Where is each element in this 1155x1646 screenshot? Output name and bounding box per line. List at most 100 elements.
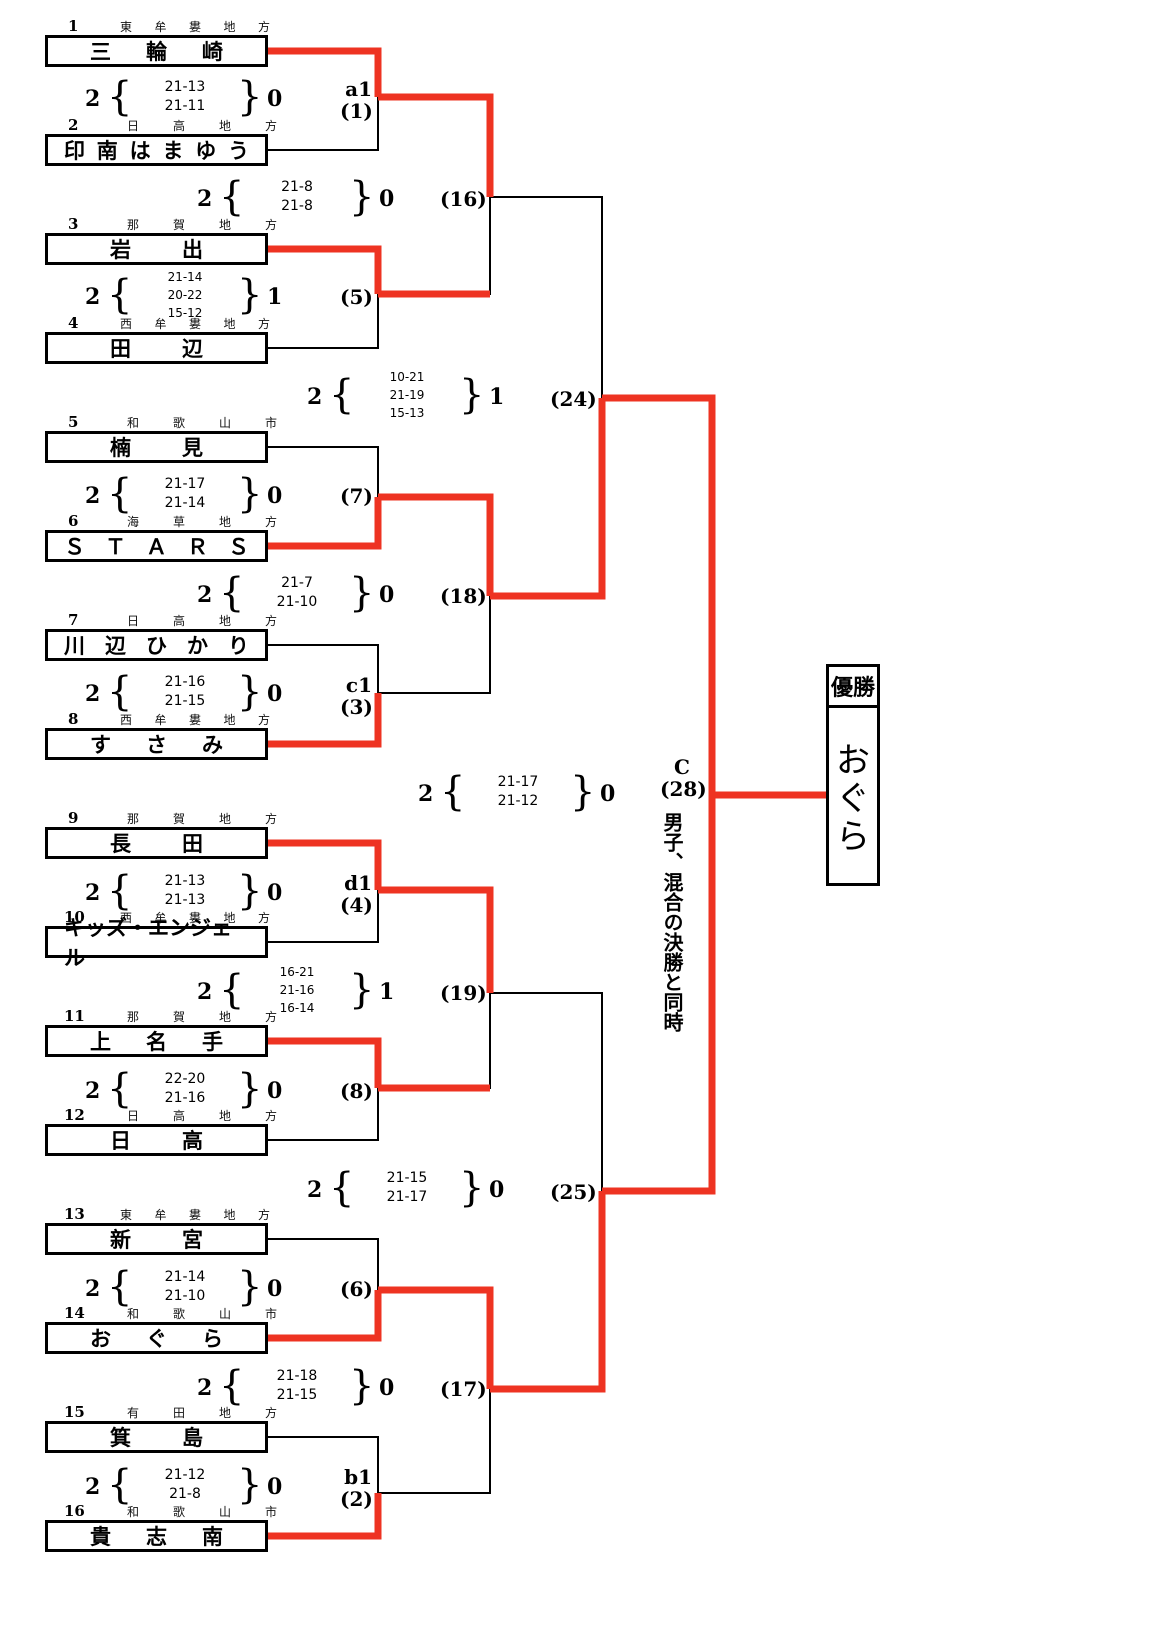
winner-path bbox=[490, 398, 606, 600]
team-box: 新宮 bbox=[45, 1223, 268, 1255]
team-box: 田辺 bbox=[45, 332, 268, 364]
sets-won: 2 bbox=[85, 284, 101, 310]
match-label-b1: b1(2) bbox=[340, 1465, 373, 1511]
set-score: 21-8 bbox=[281, 198, 313, 214]
match-label-c1: c1(3) bbox=[340, 673, 373, 719]
sets-lost: 0 bbox=[600, 781, 616, 807]
sets-won: 2 bbox=[85, 86, 101, 112]
team-name-char: 田 bbox=[110, 336, 131, 361]
brace-left: { bbox=[107, 669, 133, 715]
team-name-char: 上 bbox=[90, 1029, 111, 1054]
team-name-char: 日 bbox=[110, 1128, 131, 1153]
team-box: 川辺ひかり bbox=[45, 629, 268, 661]
sets-won: 2 bbox=[85, 483, 101, 509]
set-score: 21-15 bbox=[164, 693, 206, 709]
sets-won: 2 bbox=[85, 1276, 101, 1302]
team-box: 楠見 bbox=[45, 431, 268, 463]
brace-left: { bbox=[219, 174, 245, 220]
team-name-char: 岩 bbox=[110, 237, 131, 262]
winner-path bbox=[602, 795, 716, 1195]
team-name-char: り bbox=[228, 633, 249, 658]
champion-name: お ぐ ら bbox=[836, 741, 870, 857]
brace-right: } bbox=[349, 174, 375, 220]
match-label-24: (24) bbox=[550, 387, 597, 411]
brace-left: { bbox=[107, 1264, 133, 1310]
final-note-line2: 決勝と同時 bbox=[660, 932, 684, 1032]
set-score: 16-14 bbox=[279, 1001, 315, 1015]
team-name-char: 手 bbox=[202, 1029, 223, 1054]
brace-left: { bbox=[107, 1066, 133, 1112]
sets-lost: 0 bbox=[267, 1276, 283, 1302]
team-region: 日高地方 bbox=[127, 614, 277, 628]
team-box: 三輪崎 bbox=[45, 35, 268, 67]
set-score: 21-15 bbox=[386, 1170, 428, 1186]
sets-lost: 0 bbox=[379, 1375, 395, 1401]
team-name-char: 輪 bbox=[146, 39, 167, 64]
set-score: 21-18 bbox=[276, 1368, 318, 1384]
set-score: 21-12 bbox=[164, 1467, 206, 1483]
team-region: 和歌山市 bbox=[127, 1307, 277, 1321]
match-label-7: (7) bbox=[340, 484, 373, 508]
brace-left: { bbox=[219, 570, 245, 616]
brace-left: { bbox=[107, 272, 133, 318]
set-score: 20-22 bbox=[167, 288, 203, 302]
brace-right: } bbox=[237, 868, 263, 914]
team-number: 2 bbox=[68, 116, 79, 134]
team-name-char: 田 bbox=[182, 831, 203, 856]
winner-path bbox=[268, 1493, 382, 1540]
final-note-line1: 男子、混合の bbox=[660, 812, 684, 932]
team-region: 西牟婁地方 bbox=[120, 713, 270, 727]
team-box: 箕島 bbox=[45, 1421, 268, 1453]
team-name-char: は bbox=[129, 138, 151, 163]
brace-right: } bbox=[349, 570, 375, 616]
match-label-d1: d1(4) bbox=[340, 871, 373, 917]
team-name-char: 箕 bbox=[110, 1425, 131, 1450]
brace-left: { bbox=[107, 868, 133, 914]
team-name-char: ゆ bbox=[195, 138, 217, 163]
set-score: 21-16 bbox=[164, 674, 206, 690]
team-region: 那賀地方 bbox=[127, 812, 277, 826]
team-name-char: お bbox=[90, 1326, 111, 1351]
winner-path bbox=[378, 493, 494, 596]
winner-path bbox=[268, 245, 382, 294]
team-region: 海草地方 bbox=[127, 515, 277, 529]
team-region: 日高地方 bbox=[127, 1109, 277, 1123]
sets-won: 2 bbox=[418, 781, 434, 807]
team-name-char: 名 bbox=[146, 1029, 167, 1054]
team-number: 6 bbox=[68, 512, 79, 530]
winner-path bbox=[268, 47, 382, 97]
sets-lost: 0 bbox=[267, 1078, 283, 1104]
sets-won: 2 bbox=[85, 1078, 101, 1104]
set-score: 21-17 bbox=[386, 1189, 428, 1205]
team-name-char: ら bbox=[202, 1326, 223, 1351]
team-box: 日高 bbox=[45, 1124, 268, 1156]
final-note: 男子、混合の決勝と同時 bbox=[660, 812, 684, 1032]
team-name-char: 島 bbox=[182, 1425, 203, 1450]
team-box: キッズ・エンジェル bbox=[45, 915, 268, 970]
brace-left: { bbox=[440, 769, 466, 815]
brace-right: } bbox=[237, 272, 263, 318]
match-label-C: C(28) bbox=[660, 755, 707, 801]
set-score: 10-21 bbox=[389, 370, 425, 384]
brace-left: { bbox=[107, 1462, 133, 1508]
team-region: 西牟婁地方 bbox=[120, 911, 270, 925]
team-box: 上名手 bbox=[45, 1025, 268, 1057]
match-label-5: (5) bbox=[340, 285, 373, 309]
set-score: 21-14 bbox=[167, 270, 203, 284]
set-score: 21-15 bbox=[276, 1387, 318, 1403]
team-name-char: 辺 bbox=[182, 336, 203, 361]
match-label-8: (8) bbox=[340, 1079, 373, 1103]
team-box: おぐら bbox=[45, 1322, 268, 1354]
team-region: 那賀地方 bbox=[127, 1010, 277, 1024]
set-score: 21-14 bbox=[164, 1269, 206, 1285]
